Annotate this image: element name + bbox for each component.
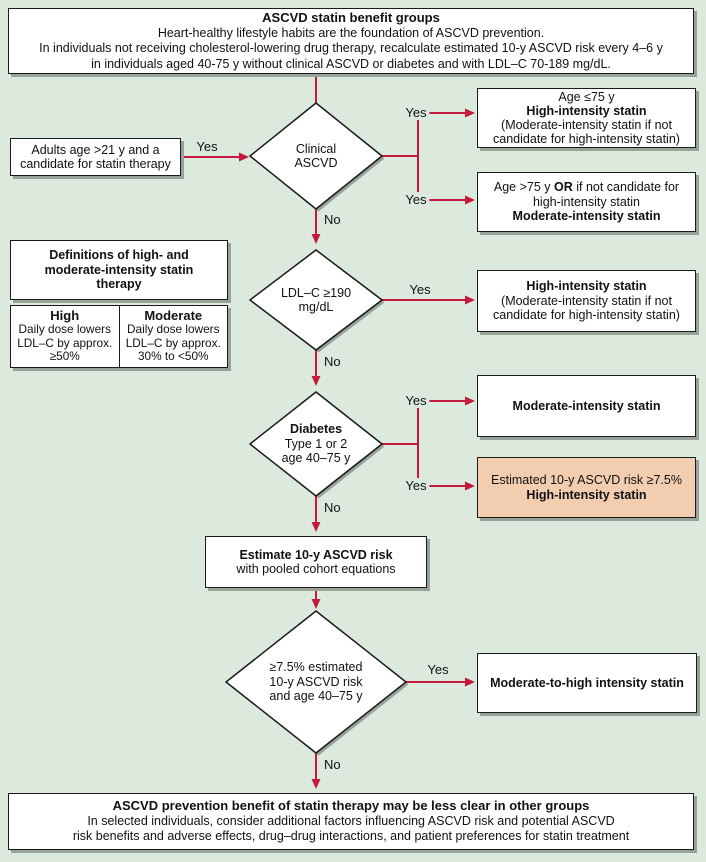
definitions-title-box: Definitions of high- and moderate-intens…	[10, 240, 228, 300]
estimate-line-1: Estimate 10-y ASCVD risk	[239, 547, 393, 562]
arrow-estimate-to-risk	[311, 588, 321, 609]
header-line-4: in individuals aged 40-75 y without clin…	[91, 56, 611, 71]
footer-line-2: In selected individuals, consider additi…	[87, 813, 615, 828]
outcome-moderate-to-high-box: Moderate-to-high intensity statin	[477, 653, 697, 713]
definitions-high-line-3: ≥50%	[49, 349, 80, 364]
decision-diamonds	[224, 102, 408, 754]
outcome-age-le-75-box: Age ≤75 y High-intensity statin (Moderat…	[477, 88, 696, 148]
no-label-clinical: No	[324, 212, 341, 227]
yes-label-diabetes-top: Yes	[402, 393, 430, 408]
age-gt-75-line-1: Age >75 y OR if not candidate for	[494, 180, 679, 195]
outcome-age-gt-75-box: Age >75 y OR if not candidate for high-i…	[477, 172, 696, 232]
footer-title: ASCVD prevention benefit of statin thera…	[112, 798, 590, 814]
no-label-ldl: No	[324, 354, 341, 369]
high-intensity-line-1: High-intensity statin	[526, 279, 647, 294]
risk-diamond	[224, 610, 408, 754]
outcome-risk-high-intensity-box: Estimated 10-y ASCVD risk ≥7.5% High-int…	[477, 457, 696, 518]
definitions-moderate-header: Moderate	[144, 307, 203, 323]
definitions-title-line-3: therapy	[96, 277, 142, 292]
age-le-75-line-3: (Moderate-intensity statin if not	[501, 118, 672, 132]
arrow-risk-yes	[406, 677, 475, 687]
estimate-line-2: with pooled cohort equations	[236, 562, 396, 576]
arrow-diabetes-no	[311, 496, 321, 532]
age-gt-75-line-3: Moderate-intensity statin	[512, 209, 661, 224]
footer-line-3: risk benefits and adverse effects, drug–…	[72, 829, 630, 844]
moderate-intensity-line-1: Moderate-intensity statin	[512, 398, 661, 413]
age-gt-75-line-1c: if not candidate for	[572, 180, 680, 195]
arrow-clinical-yes-branch	[382, 108, 475, 205]
risk-high-line-2: High-intensity statin	[526, 487, 647, 502]
header-line-2: Heart-healthy lifestyle habits are the f…	[157, 25, 545, 40]
no-label-diabetes: No	[324, 500, 341, 515]
definitions-high-line-2: LDL–C by approx.	[17, 335, 113, 350]
definitions-moderate-line-1: Daily dose lowers	[127, 321, 220, 336]
definitions-title-line-2: moderate-intensity statin	[44, 262, 194, 277]
header-line-3: In individuals not receiving cholesterol…	[39, 41, 663, 55]
outcome-high-intensity-box: High-intensity statin (Moderate-intensit…	[477, 270, 696, 332]
yes-label-risk: Yes	[427, 662, 449, 677]
header-title: ASCVD statin benefit groups	[262, 10, 440, 25]
age-le-75-line-4: candidate for high-intensity statin)	[493, 132, 680, 146]
age-le-75-line-1: Age ≤75 y	[558, 90, 615, 104]
definitions-high-line-1: Daily dose lowers	[18, 321, 111, 336]
definitions-title-line-1: Definitions of high- and	[49, 248, 189, 263]
high-intensity-line-3: candidate for high-intensity statin)	[493, 308, 680, 323]
definitions-moderate-line-3: 30% to <50%	[137, 349, 209, 364]
footer-box: ASCVD prevention benefit of statin thera…	[8, 793, 694, 850]
outcome-moderate-intensity-box: Moderate-intensity statin	[477, 375, 696, 437]
yes-label-entry: Yes	[196, 139, 218, 154]
high-intensity-line-2: (Moderate-intensity statin if not	[501, 293, 672, 308]
arrow-diabetes-yes-branch	[382, 396, 475, 491]
age-gt-75-line-2: high-intensity statin	[532, 194, 640, 209]
no-label-risk: No	[324, 757, 341, 772]
risk-high-line-1: Estimated 10-y ASCVD risk ≥7.5%	[491, 473, 682, 487]
definitions-table: High Daily dose lowers LDL–C by approx. …	[10, 305, 228, 368]
arrow-risk-no	[311, 753, 321, 789]
yes-label-ldl: Yes	[409, 282, 431, 297]
entry-line-1: Adults age >21 y and a	[31, 142, 160, 157]
entry-box: Adults age >21 y and a candidate for sta…	[10, 138, 181, 176]
arrow-ldl-no	[311, 350, 321, 386]
ldl-diamond	[248, 249, 384, 351]
clinical-ascvd-diamond	[248, 102, 384, 210]
yes-label-diabetes-bottom: Yes	[402, 478, 430, 493]
age-le-75-line-2: High-intensity statin	[526, 104, 647, 118]
arrow-entry-yes	[181, 152, 249, 162]
definitions-moderate-column: Moderate Daily dose lowers LDL–C by appr…	[118, 306, 228, 367]
yes-label-clinical-top: Yes	[402, 105, 430, 120]
estimate-risk-box: Estimate 10-y ASCVD risk with pooled coh…	[205, 536, 427, 588]
yes-label-clinical-bottom: Yes	[402, 192, 430, 207]
definitions-high-header: High	[50, 307, 80, 323]
diabetes-diamond	[248, 391, 384, 497]
definitions-high-column: High Daily dose lowers LDL–C by approx. …	[11, 306, 119, 367]
arrow-clinical-no	[311, 209, 321, 244]
age-gt-75-line-1b: OR	[554, 180, 573, 195]
entry-line-2: candidate for statin therapy	[20, 157, 171, 171]
age-gt-75-line-1a: Age >75 y	[493, 180, 555, 195]
moderate-to-high-line-1: Moderate-to-high intensity statin	[490, 675, 684, 690]
arrow-ldl-yes	[382, 295, 475, 305]
header-box: ASCVD statin benefit groups Heart-health…	[8, 8, 694, 74]
definitions-moderate-line-2: LDL–C by approx.	[125, 335, 221, 350]
